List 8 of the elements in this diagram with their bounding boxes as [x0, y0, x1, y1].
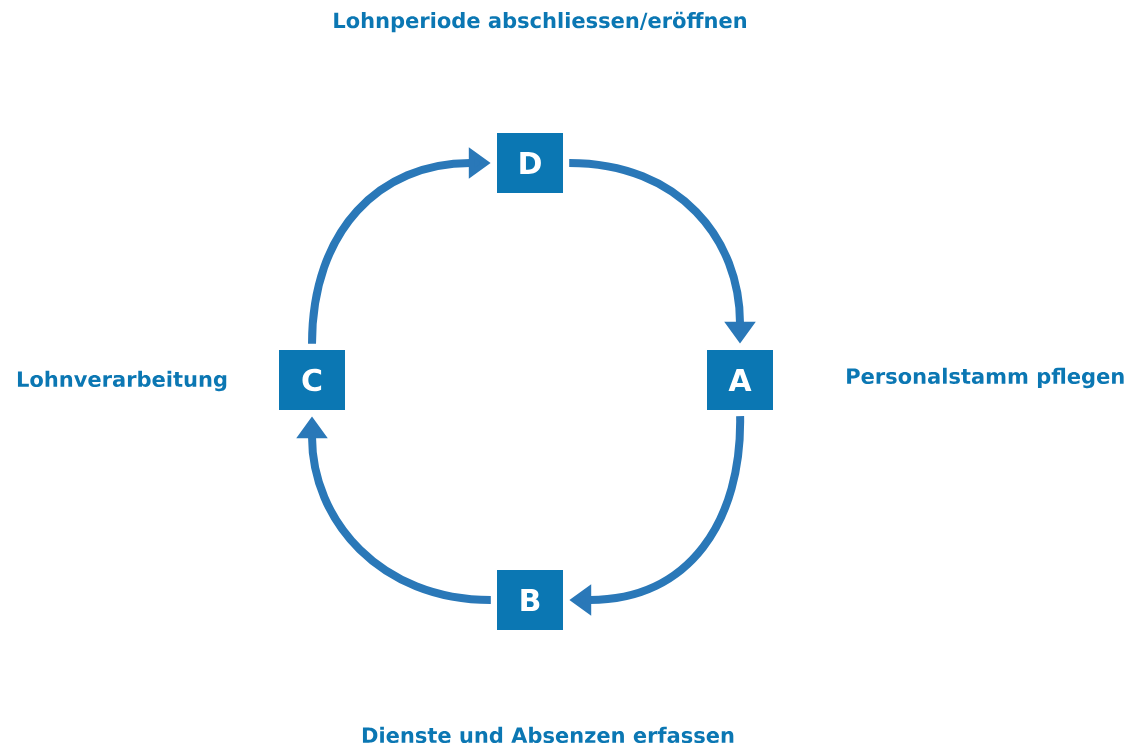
step-label: Personalstamm pflegen: [847, 367, 1124, 389]
step-label: Dienste und Absenzen erfassen: [362, 726, 734, 744]
letter-box: B: [497, 570, 563, 630]
letter-box: C: [279, 350, 345, 410]
step-label: Lohnverarbeitung: [17, 370, 227, 392]
letter-box: D: [497, 133, 563, 193]
letter-box: A: [707, 350, 773, 410]
step-label: Lohnperiode abschliessen/eröffnen: [334, 11, 746, 33]
